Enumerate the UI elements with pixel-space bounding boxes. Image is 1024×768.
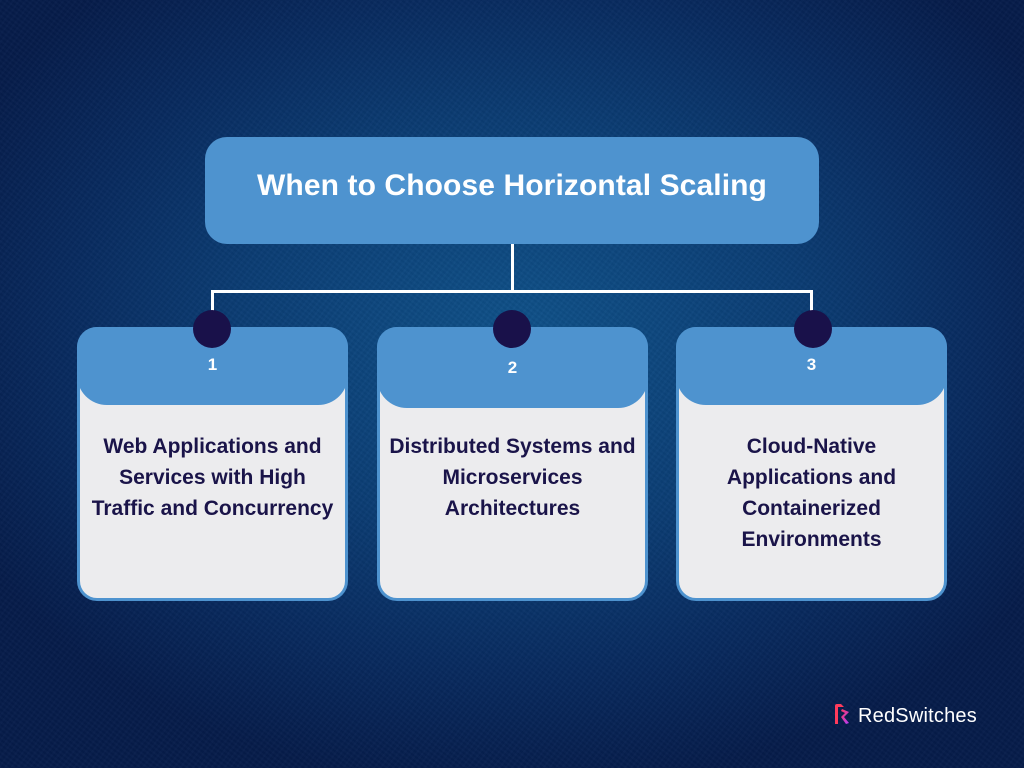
- diagram-title: When to Choose Horizontal Scaling: [257, 168, 767, 202]
- card-body: [380, 387, 645, 598]
- card-2: 2 Distributed Systems and Microservices …: [377, 327, 648, 601]
- node-dot-1: [193, 310, 231, 348]
- card-number: 3: [806, 355, 817, 374]
- card-body: [679, 387, 944, 598]
- card-text: Distributed Systems and Microservices Ar…: [389, 435, 636, 520]
- card-3: 3 Cloud-Native Applications and Containe…: [676, 327, 947, 601]
- connector-branch-1: [211, 290, 214, 312]
- connector-trunk: [511, 244, 514, 293]
- card-number: 1: [207, 355, 218, 374]
- card-body: [80, 387, 345, 598]
- brand-name: RedSwitches: [858, 705, 977, 727]
- redswitches-logo-icon: [834, 703, 852, 730]
- brand-logo: RedSwitches: [834, 703, 977, 730]
- title-box: When to Choose Horizontal Scaling: [205, 137, 819, 244]
- node-dot-3: [794, 310, 832, 348]
- card-number: 2: [507, 358, 518, 377]
- connector-horizontal: [211, 290, 813, 293]
- card-text: Cloud-Native Applications and Containeri…: [726, 435, 897, 551]
- card-1: 1 Web Applications and Services with Hig…: [77, 327, 348, 601]
- card-text: Web Applications and Services with High …: [91, 435, 334, 520]
- node-dot-2: [493, 310, 531, 348]
- connector-branch-3: [810, 290, 813, 312]
